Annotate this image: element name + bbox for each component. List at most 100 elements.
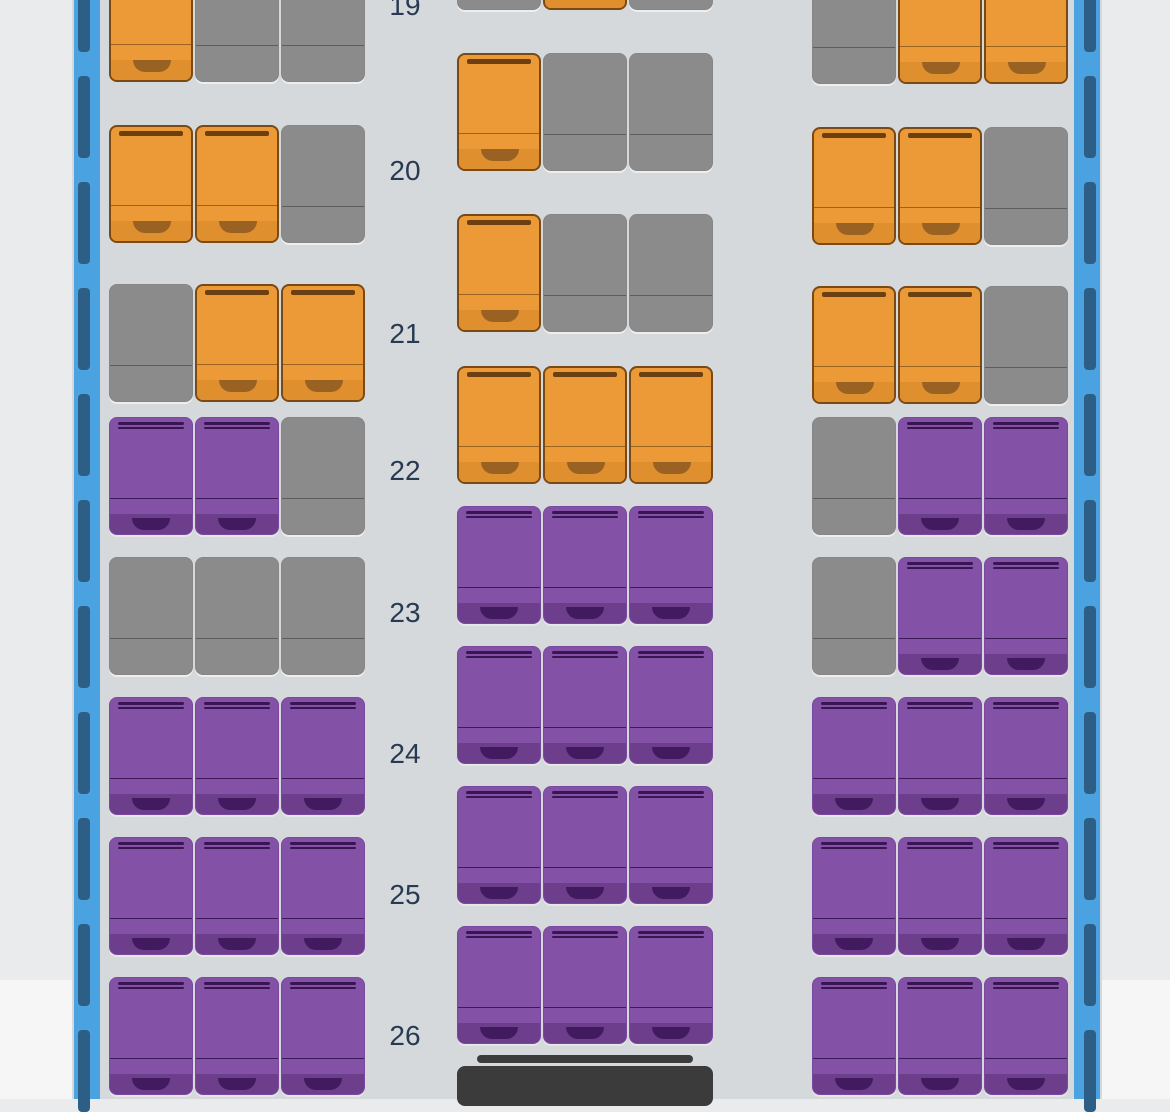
seat-20g[interactable] bbox=[812, 127, 896, 245]
seat-25a[interactable] bbox=[109, 837, 193, 955]
seat-24b[interactable] bbox=[195, 697, 279, 815]
window-icon bbox=[1084, 818, 1096, 900]
seat-20j bbox=[984, 127, 1068, 245]
seat-25c[interactable] bbox=[281, 837, 365, 955]
seat-center-25d[interactable] bbox=[457, 786, 541, 904]
seat-21g[interactable] bbox=[812, 286, 896, 404]
seat-center-19f bbox=[629, 0, 713, 10]
seat-19c bbox=[281, 0, 365, 82]
window-icon bbox=[78, 818, 90, 900]
seat-25g[interactable] bbox=[812, 837, 896, 955]
seat-20h[interactable] bbox=[898, 127, 982, 245]
seat-center-21f bbox=[629, 214, 713, 332]
seat-center-20d[interactable] bbox=[457, 53, 541, 171]
row-number: 20 bbox=[389, 155, 421, 186]
seat-center-19e[interactable] bbox=[543, 0, 627, 10]
galley-block bbox=[457, 1066, 713, 1106]
seat-26a[interactable] bbox=[109, 977, 193, 1095]
seat-22a[interactable] bbox=[109, 417, 193, 535]
window-icon bbox=[78, 924, 90, 1006]
row-number: 26 bbox=[389, 1020, 421, 1051]
seat-22j[interactable] bbox=[984, 417, 1068, 535]
seat-center-25e[interactable] bbox=[543, 786, 627, 904]
seat-26c[interactable] bbox=[281, 977, 365, 1095]
seat-24g[interactable] bbox=[812, 697, 896, 815]
seat-20c bbox=[281, 125, 365, 243]
seat-25h[interactable] bbox=[898, 837, 982, 955]
window-icon bbox=[1084, 1030, 1096, 1112]
seat-center-26e[interactable] bbox=[543, 926, 627, 1044]
right-fuselage-wall bbox=[1074, 0, 1100, 1112]
seat-21h[interactable] bbox=[898, 286, 982, 404]
left-fuselage-wall bbox=[74, 0, 100, 1112]
seat-center-22e[interactable] bbox=[543, 366, 627, 484]
seat-24c[interactable] bbox=[281, 697, 365, 815]
window-icon bbox=[1084, 288, 1096, 370]
seat-23j[interactable] bbox=[984, 557, 1068, 675]
window-icon bbox=[78, 76, 90, 158]
seat-center-21d[interactable] bbox=[457, 214, 541, 332]
seat-26j[interactable] bbox=[984, 977, 1068, 1095]
seat-center-24d[interactable] bbox=[457, 646, 541, 764]
seat-center-25f[interactable] bbox=[629, 786, 713, 904]
seat-26g[interactable] bbox=[812, 977, 896, 1095]
seat-19a[interactable] bbox=[109, 0, 193, 82]
seat-22b[interactable] bbox=[195, 417, 279, 535]
seat-20b[interactable] bbox=[195, 125, 279, 243]
seat-center-23f[interactable] bbox=[629, 506, 713, 624]
seat-center-26d[interactable] bbox=[457, 926, 541, 1044]
seat-24h[interactable] bbox=[898, 697, 982, 815]
row-number: 19 bbox=[389, 0, 421, 21]
seat-23a bbox=[109, 557, 193, 675]
seat-25b[interactable] bbox=[195, 837, 279, 955]
window-icon bbox=[78, 182, 90, 264]
window-icon bbox=[1084, 76, 1096, 158]
seat-center-23d[interactable] bbox=[457, 506, 541, 624]
seat-21j bbox=[984, 286, 1068, 404]
seat-center-20f bbox=[629, 53, 713, 171]
seat-center-23e[interactable] bbox=[543, 506, 627, 624]
seat-23g bbox=[812, 557, 896, 675]
seat-center-22d[interactable] bbox=[457, 366, 541, 484]
window-icon bbox=[78, 712, 90, 794]
seat-22c bbox=[281, 417, 365, 535]
seat-21a bbox=[109, 284, 193, 402]
window-icon bbox=[78, 606, 90, 688]
seat-19h[interactable] bbox=[898, 0, 982, 84]
seat-center-24f[interactable] bbox=[629, 646, 713, 764]
row-number: 21 bbox=[389, 318, 421, 349]
seat-23b bbox=[195, 557, 279, 675]
window-icon bbox=[1084, 394, 1096, 476]
seat-center-21e bbox=[543, 214, 627, 332]
seat-21c[interactable] bbox=[281, 284, 365, 402]
seat-21b[interactable] bbox=[195, 284, 279, 402]
row-number: 22 bbox=[389, 455, 421, 486]
seat-23h[interactable] bbox=[898, 557, 982, 675]
seat-19g bbox=[812, 0, 896, 84]
seat-24a[interactable] bbox=[109, 697, 193, 815]
window-icon bbox=[78, 288, 90, 370]
window-icon bbox=[1084, 924, 1096, 1006]
seat-center-26f[interactable] bbox=[629, 926, 713, 1044]
seat-center-19d bbox=[457, 0, 541, 10]
seat-24j[interactable] bbox=[984, 697, 1068, 815]
seat-19j[interactable] bbox=[984, 0, 1068, 84]
seat-20a[interactable] bbox=[109, 125, 193, 243]
window-icon bbox=[1084, 500, 1096, 582]
seat-19b bbox=[195, 0, 279, 82]
row-number: 24 bbox=[389, 738, 421, 769]
window-icon bbox=[1084, 606, 1096, 688]
seat-25j[interactable] bbox=[984, 837, 1068, 955]
row-number: 23 bbox=[389, 597, 421, 628]
window-icon bbox=[1084, 182, 1096, 264]
window-icon bbox=[78, 1030, 90, 1112]
seat-22h[interactable] bbox=[898, 417, 982, 535]
seat-center-24e[interactable] bbox=[543, 646, 627, 764]
seat-26h[interactable] bbox=[898, 977, 982, 1095]
seat-23c bbox=[281, 557, 365, 675]
seat-center-22f[interactable] bbox=[629, 366, 713, 484]
seat-center-20e bbox=[543, 53, 627, 171]
galley-divider bbox=[477, 1055, 693, 1063]
window-icon bbox=[78, 0, 90, 52]
seat-26b[interactable] bbox=[195, 977, 279, 1095]
